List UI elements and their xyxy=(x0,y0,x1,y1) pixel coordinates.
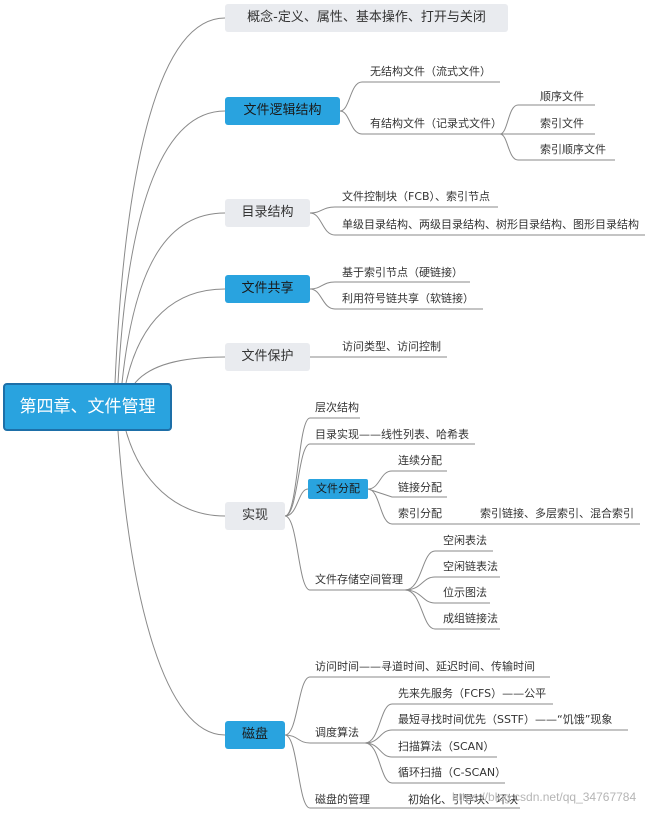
link-root-dir xyxy=(121,212,226,384)
subtopic-grouped-linking[interactable]: 成组链接法 xyxy=(443,612,498,625)
subtopic-disk-management-detail[interactable]: 初始化、引导块、坏块 xyxy=(408,793,518,806)
topic-directory-structure[interactable]: 目录结构 xyxy=(225,199,310,227)
subtopic-fcb[interactable]: 文件控制块（FCB）、索引节点 xyxy=(342,190,491,203)
watermark: https://blog.csdn.net/qq_34767784 xyxy=(452,790,637,804)
subtopic-scan[interactable]: 扫描算法（SCAN） xyxy=(398,740,495,753)
topic-file-protection[interactable]: 文件保护 xyxy=(225,343,310,371)
subtopic-access-control[interactable]: 访问类型、访问控制 xyxy=(342,340,441,353)
root-topic[interactable]: 第四章、文件管理 xyxy=(3,383,172,431)
subtopic-disk-management[interactable]: 磁盘的管理 xyxy=(315,793,370,806)
subtopic-indexed-file[interactable]: 索引文件 xyxy=(540,117,584,130)
subtopic-sstf[interactable]: 最短寻找时间优先（SSTF）——“饥饿”现象 xyxy=(398,713,613,726)
topic-logical-structure[interactable]: 文件逻辑结构 xyxy=(225,97,340,125)
subtopic-linked-allocation[interactable]: 链接分配 xyxy=(398,481,442,494)
link-root-logic xyxy=(117,110,226,384)
link-root-share xyxy=(125,288,226,384)
subtopic-indexed-allocation[interactable]: 索引分配 xyxy=(398,507,442,520)
subtopic-directory-implementation[interactable]: 目录实现——线性列表、哈希表 xyxy=(315,428,469,441)
topic-file-sharing[interactable]: 文件共享 xyxy=(225,275,310,303)
link-root-protect xyxy=(134,356,226,384)
topic-disk[interactable]: 磁盘 xyxy=(225,721,285,749)
link-root-disk xyxy=(117,430,226,736)
link-root-concept xyxy=(114,17,226,384)
subtopic-unstructured-file[interactable]: 无结构文件（流式文件） xyxy=(370,65,491,78)
subtopic-fcfs[interactable]: 先来先服务（FCFS）——公平 xyxy=(398,687,547,700)
subtopic-indexed-sequential-file[interactable]: 索引顺序文件 xyxy=(540,143,606,156)
subtopic-access-time[interactable]: 访问时间——寻道时间、延迟时间、传输时间 xyxy=(315,660,535,673)
subtopic-contiguous-allocation[interactable]: 连续分配 xyxy=(398,454,442,467)
subtopic-sequential-file[interactable]: 顺序文件 xyxy=(540,90,584,103)
link-root-impl xyxy=(125,430,226,517)
topic-concept[interactable]: 概念-定义、属性、基本操作、打开与关闭 xyxy=(225,4,508,32)
subtopic-cscan[interactable]: 循环扫描（C-SCAN） xyxy=(398,766,507,779)
subtopic-scheduling-algorithms[interactable]: 调度算法 xyxy=(315,726,359,739)
subtopic-layers[interactable]: 层次结构 xyxy=(315,401,359,414)
subtopic-indexed-allocation-detail[interactable]: 索引链接、多层索引、混合索引 xyxy=(480,507,634,520)
subtopic-bitmap[interactable]: 位示图法 xyxy=(443,586,487,599)
subtopic-hard-link[interactable]: 基于索引节点（硬链接） xyxy=(342,266,463,279)
subtopic-soft-link[interactable]: 利用符号链共享（软链接） xyxy=(342,292,474,305)
subtopic-structured-file[interactable]: 有结构文件（记录式文件） xyxy=(370,117,502,130)
subtopic-directory-levels[interactable]: 单级目录结构、两级目录结构、树形目录结构、图形目录结构 xyxy=(342,218,639,231)
subtopic-file-allocation[interactable]: 文件分配 xyxy=(308,479,368,499)
subtopic-free-table[interactable]: 空闲表法 xyxy=(443,534,487,547)
subtopic-free-list[interactable]: 空闲链表法 xyxy=(443,560,498,573)
topic-implementation[interactable]: 实现 xyxy=(225,502,285,530)
subtopic-free-space-management[interactable]: 文件存储空间管理 xyxy=(315,573,403,586)
